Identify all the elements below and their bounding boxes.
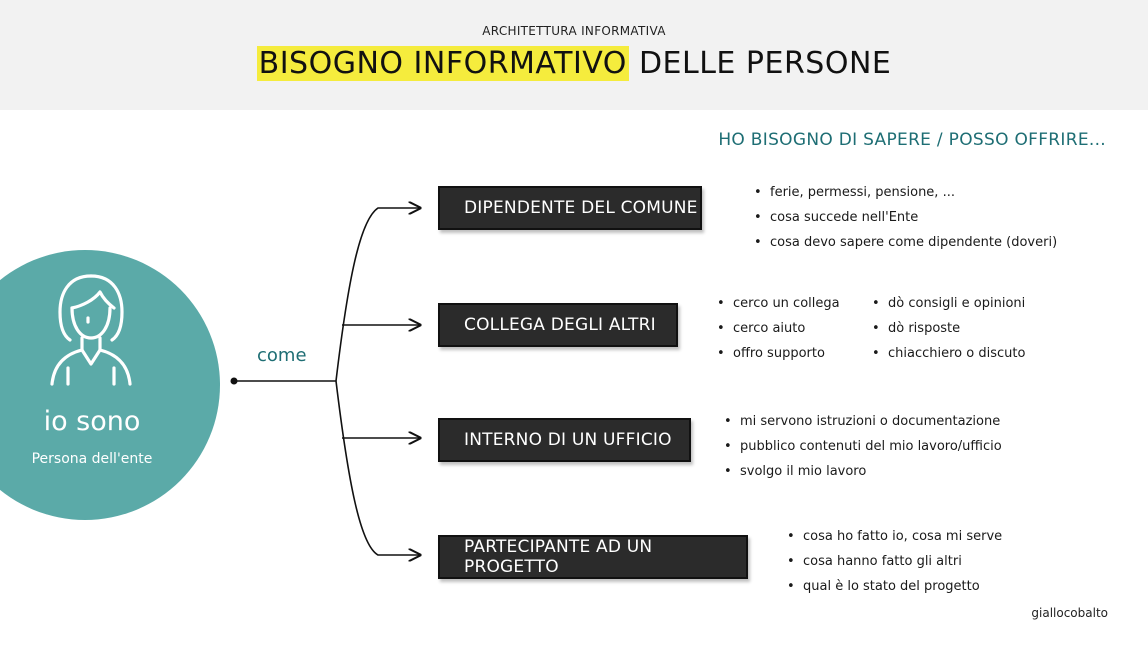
page-title: BISOGNO INFORMATIVO DELLE PERSONE: [0, 46, 1148, 81]
connector-dot: [230, 377, 238, 385]
list-item: dò risposte: [872, 316, 1025, 341]
list-item: cosa ho fatto io, cosa mi serve: [787, 524, 1002, 549]
list-item: cosa devo sapere come dipendente (doveri…: [754, 230, 1057, 255]
list-item: cerco un collega: [717, 291, 840, 316]
role-box-collega: COLLEGA DEGLI ALTRI: [438, 303, 678, 347]
title-highlight: BISOGNO INFORMATIVO: [256, 46, 629, 81]
bullet-list-dipendente: ferie, permessi, pensione, ... cosa succ…: [754, 180, 1057, 255]
persona-circle: [0, 250, 220, 520]
list-item: cosa hanno fatto gli altri: [787, 549, 1002, 574]
list-item: cosa succede nell'Ente: [754, 205, 1057, 230]
role-box-dipendente: DIPENDENTE DEL COMUNE: [438, 186, 702, 230]
list-item: dò consigli e opinioni: [872, 291, 1025, 316]
brand-logo: giallocobalto: [1031, 606, 1108, 620]
list-item: chiacchiero o discuto: [872, 341, 1025, 366]
role-box-interno: INTERNO DI UN UFFICIO: [438, 418, 691, 462]
title-rest: DELLE PERSONE: [628, 46, 892, 81]
connector-label: come: [257, 345, 307, 366]
branch-top: [335, 208, 420, 382]
list-item: ferie, permessi, pensione, ...: [754, 180, 1057, 205]
list-item: mi servono istruzioni o documentazione: [724, 409, 1002, 434]
bullet-list-collega-2: dò consigli e opinioni dò risposte chiac…: [872, 291, 1025, 366]
supertitle: ARCHITETTURA INFORMATIVA: [482, 24, 666, 38]
persona-subtitle: Persona dell'ente: [31, 451, 153, 467]
branch-bottom: [335, 380, 420, 555]
list-item: svolgo il mio lavoro: [724, 459, 1002, 484]
role-box-partecipante: PARTECIPANTE AD UN PROGETTO: [438, 535, 748, 579]
list-item: pubblico contenuti del mio lavoro/uffici…: [724, 434, 1002, 459]
persona-title: io sono: [43, 406, 141, 437]
bullet-list-partecipante: cosa ho fatto io, cosa mi serve cosa han…: [787, 524, 1002, 599]
list-item: cerco aiuto: [717, 316, 840, 341]
bullet-list-collega-1: cerco un collega cerco aiuto offro suppo…: [717, 291, 840, 366]
bullet-list-interno: mi servono istruzioni o documentazione p…: [724, 409, 1002, 484]
list-item: offro supporto: [717, 341, 840, 366]
person-icon: [50, 274, 132, 386]
header-band: ARCHITETTURA INFORMATIVA BISOGNO INFORMA…: [0, 0, 1148, 110]
section-subtitle: HO BISOGNO DI SAPERE / POSSO OFFRIRE...: [718, 130, 1106, 150]
list-item: qual è lo stato del progetto: [787, 574, 1002, 599]
